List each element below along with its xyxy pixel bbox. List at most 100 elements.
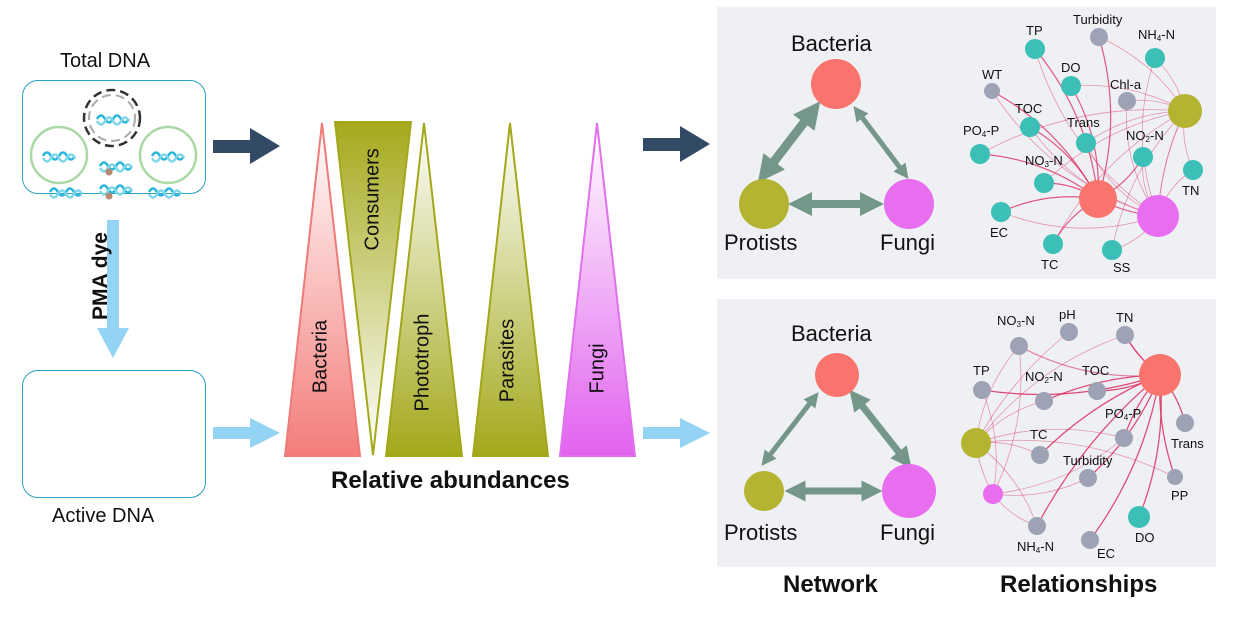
relationship-edge xyxy=(975,442,1038,527)
env-label-bottom: NH4-N xyxy=(1017,539,1054,555)
env-label-top: NH4-N xyxy=(1138,27,1175,43)
hub-fungi xyxy=(983,484,1003,504)
env-node xyxy=(1010,337,1028,355)
env-label-top: TC xyxy=(1041,257,1059,272)
relationship-edge xyxy=(975,439,1176,478)
env-label-top: TOC xyxy=(1015,101,1043,116)
top-network-bacteria-label: Bacteria xyxy=(791,31,872,56)
arrow-bacteria-protists xyxy=(761,392,819,466)
dead-cell-outer-icon xyxy=(82,88,142,148)
relationship-nodes xyxy=(961,28,1203,549)
relationship-edge xyxy=(1043,110,1186,184)
env-label-bottom: TC xyxy=(1030,427,1048,442)
env-label-bottom: EC xyxy=(1097,546,1116,561)
triangle-fungi xyxy=(558,122,637,457)
env-label-bottom: PO4-P xyxy=(1105,406,1142,422)
env-node xyxy=(1043,234,1063,254)
relationship-edge xyxy=(1034,48,1099,200)
env-node xyxy=(1028,517,1046,535)
relationships-title: Relationships xyxy=(1000,571,1158,598)
relationship-edge xyxy=(1036,374,1161,527)
dead-cell-inner-icon xyxy=(88,94,136,142)
hub-protists xyxy=(961,428,991,458)
node-bacteria xyxy=(815,353,859,397)
relative-abundances-title: Relative abundances xyxy=(331,467,570,494)
env-label-top: PO4-P xyxy=(963,123,1000,139)
env-node xyxy=(1076,133,1096,153)
arrow-bacteria-fungi xyxy=(853,106,909,179)
env-label-top: Turbidity xyxy=(1073,12,1123,27)
total-dna-label: Total DNA xyxy=(60,50,151,72)
live-cell-left-icon xyxy=(29,125,89,185)
network-title: Network xyxy=(783,571,878,598)
env-label-top: TN xyxy=(1182,183,1200,198)
env-node xyxy=(1183,160,1203,180)
hub-bacteria xyxy=(1079,180,1117,218)
light-arrow-bottom-icon xyxy=(213,418,280,448)
env-label-top: Trans xyxy=(1067,115,1100,130)
top-network-fungi-label: Fungi xyxy=(880,230,936,255)
env-label-top: Chl-a xyxy=(1110,77,1142,92)
env-node xyxy=(970,144,990,164)
env-node xyxy=(1079,469,1097,487)
env-label-top: NO2-N xyxy=(1126,128,1164,144)
env-node xyxy=(1102,240,1122,260)
env-node xyxy=(1035,392,1053,410)
bottom-network-fungi-label: Fungi xyxy=(880,520,936,545)
env-label-bottom: NO3-N xyxy=(997,313,1035,329)
relationship-edge xyxy=(1111,110,1186,251)
triangle-phototroph xyxy=(384,122,464,457)
bottom-network-protists-label: Protists xyxy=(724,520,798,545)
relationship-edge xyxy=(1097,36,1112,200)
env-label-bottom: TN xyxy=(1116,310,1134,325)
hub-bacteria xyxy=(1139,354,1181,396)
env-label-bottom: DO xyxy=(1135,530,1155,545)
env-node xyxy=(1133,147,1153,167)
env-node xyxy=(1145,48,1165,68)
relationship-edge xyxy=(979,109,1186,155)
pma-dot-icon xyxy=(105,192,113,200)
light-arrow-right-icon xyxy=(643,418,710,448)
env-node xyxy=(1031,446,1049,464)
env-node xyxy=(1115,429,1133,447)
env-label-top: WT xyxy=(982,67,1003,82)
node-bacteria xyxy=(811,59,861,109)
env-node xyxy=(1090,28,1108,46)
env-label-bottom: TP xyxy=(973,363,990,378)
triangle-consumers xyxy=(333,121,413,456)
env-label-bottom: TOC xyxy=(1082,363,1110,378)
env-label-top: TP xyxy=(1026,23,1043,38)
relationship-edge xyxy=(992,437,1125,495)
triangle-parasites xyxy=(471,122,550,457)
env-node xyxy=(1176,414,1194,432)
live-cell-right-icon xyxy=(138,125,198,185)
env-node xyxy=(1061,76,1081,96)
env-node xyxy=(1088,382,1106,400)
dark-arrow-top-icon xyxy=(213,128,280,164)
pma-down-arrow-icon xyxy=(97,220,129,358)
env-label-bottom: Turbidity xyxy=(1063,453,1113,468)
arrow-bacteria-fungi xyxy=(849,389,912,469)
env-label-bottom: NO2-N xyxy=(1025,369,1063,385)
env-label-bottom: PP xyxy=(1171,488,1189,503)
relationship-edge xyxy=(975,428,1125,444)
node-fungi xyxy=(882,464,936,518)
active-dna-label: Active DNA xyxy=(52,505,155,527)
env-label-top: NO3-N xyxy=(1025,153,1063,169)
env-node xyxy=(1034,173,1054,193)
env-node xyxy=(973,381,991,399)
node-fungi xyxy=(884,179,934,229)
relationship-edge xyxy=(975,334,1126,444)
env-node xyxy=(984,83,1000,99)
hub-protists xyxy=(1168,94,1202,128)
relationship-edge xyxy=(1000,211,1159,229)
env-node xyxy=(1116,326,1134,344)
relationship-edge xyxy=(991,90,1159,217)
env-node xyxy=(1060,323,1078,341)
env-node xyxy=(1025,39,1045,59)
network-top xyxy=(739,59,934,229)
env-node xyxy=(991,202,1011,222)
